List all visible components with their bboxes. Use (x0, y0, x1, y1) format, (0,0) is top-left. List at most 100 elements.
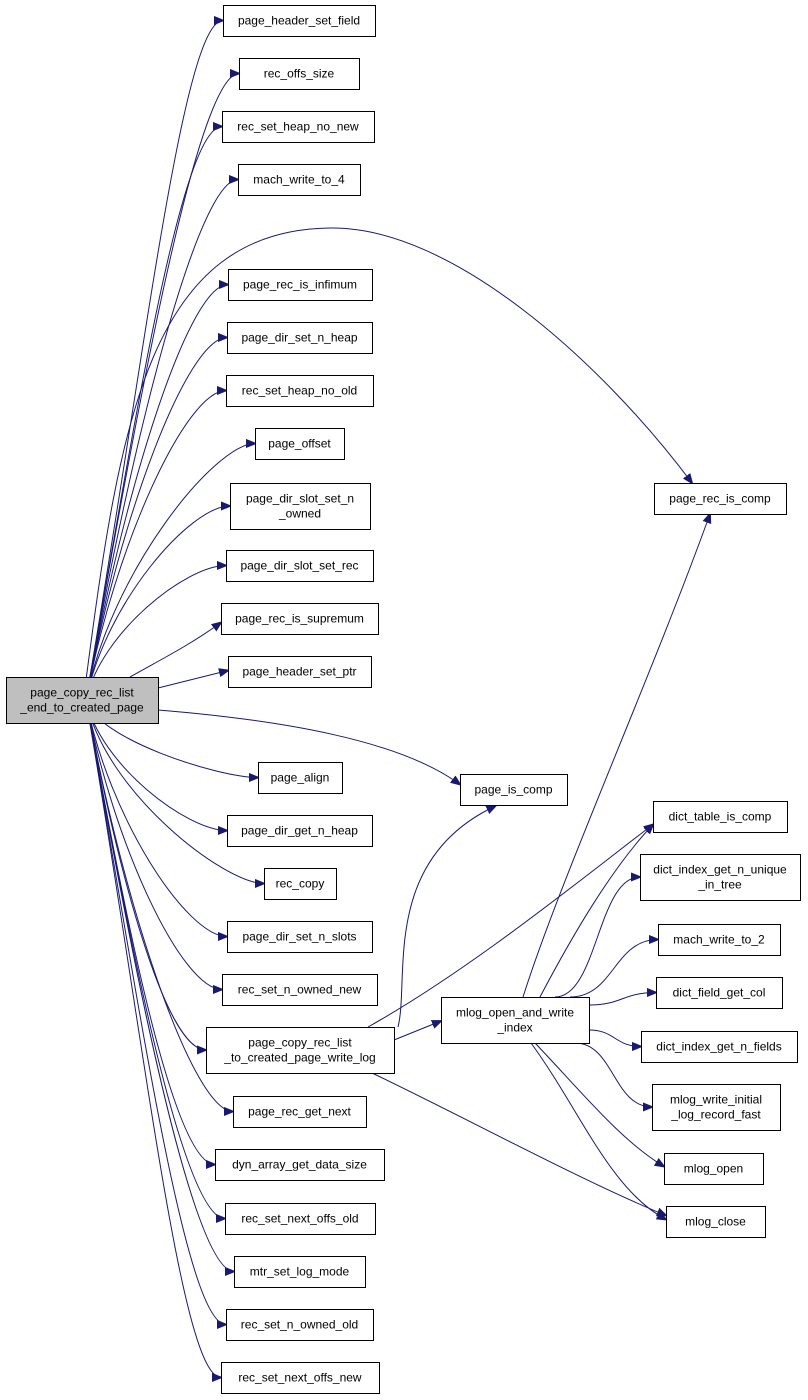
node-rec_set_next_offs_new[interactable]: rec_set_next_offs_new (221, 1362, 380, 1394)
node-write_log[interactable]: page_copy_rec_list_to_created_page_write… (206, 1027, 395, 1074)
node-mlog_write_initial_log_record_fast[interactable]: mlog_write_initial_log_record_fast (652, 1084, 781, 1131)
node-page_align[interactable]: page_align (258, 762, 343, 794)
node-label-dict_index_get_n_unique_in_tree-0: dict_index_get_n_unique (653, 863, 787, 877)
node-box-dyn_array_get_data_size[interactable] (215, 1149, 385, 1181)
node-label-page_rec_is_comp-0: page_rec_is_comp (669, 492, 771, 506)
edge-write_log-to-mlog_open_and_write_index (393, 1021, 441, 1041)
node-box-rec_set_next_offs_old[interactable] (225, 1203, 376, 1235)
node-box-rec_set_heap_no_old[interactable] (226, 375, 374, 407)
node-box-dict_field_get_col[interactable] (656, 977, 783, 1009)
node-box-page_dir_set_n_heap[interactable] (227, 322, 373, 354)
node-rec_set_n_owned_new[interactable]: rec_set_n_owned_new (222, 974, 378, 1006)
node-box-rec_set_n_owned_old[interactable] (226, 1309, 374, 1341)
node-page_rec_get_next[interactable]: page_rec_get_next (233, 1096, 367, 1128)
node-box-rec_set_next_offs_new[interactable] (221, 1362, 380, 1394)
node-mlog_open_and_write_index[interactable]: mlog_open_and_write_index (441, 997, 590, 1044)
edge-mlog_open_and_write_index-to-mlog_open (534, 1042, 664, 1167)
node-page_dir_get_n_heap[interactable]: page_dir_get_n_heap (227, 815, 373, 847)
node-page_header_set_ptr[interactable]: page_header_set_ptr (228, 656, 372, 688)
node-dict_index_get_n_fields[interactable]: dict_index_get_n_fields (641, 1031, 798, 1063)
edge-mlog_open_and_write_index-to-dict_index_get_n_fields (588, 1029, 641, 1047)
node-label-dict_field_get_col-0: dict_field_get_col (673, 986, 766, 1000)
node-box-dict_index_get_n_fields[interactable] (641, 1031, 798, 1063)
node-label-mlog_open_and_write_index-0: mlog_open_and_write (456, 1006, 574, 1020)
node-box-page_dir_set_n_slots[interactable] (227, 921, 373, 953)
node-page_is_comp[interactable]: page_is_comp (460, 774, 568, 806)
node-label-page_dir_slot_set_n_owned-1: _owned (278, 507, 321, 521)
node-rec_copy[interactable]: rec_copy (264, 868, 337, 900)
node-dyn_array_get_data_size[interactable]: dyn_array_get_data_size (215, 1149, 385, 1181)
node-label-page_rec_get_next-0: page_rec_get_next (248, 1105, 351, 1119)
node-box-page_dir_slot_set_n_owned[interactable] (230, 483, 371, 530)
node-box-mlog_write_initial_log_record_fast[interactable] (652, 1084, 781, 1131)
node-page_rec_is_supremum[interactable]: page_rec_is_supremum (221, 603, 379, 635)
node-page_rec_is_infimum[interactable]: page_rec_is_infimum (228, 269, 373, 301)
node-dict_index_get_n_unique_in_tree[interactable]: dict_index_get_n_unique_in_tree (640, 854, 801, 901)
edge-root-to-page_header_set_field (85, 21, 223, 701)
node-box-mlog_close[interactable] (666, 1206, 766, 1238)
node-box-rec_set_n_owned_new[interactable] (222, 974, 378, 1006)
node-box-page_align[interactable] (258, 762, 343, 794)
node-label-rec_set_next_offs_new-0: rec_set_next_offs_new (238, 1371, 362, 1385)
node-box-page_header_set_ptr[interactable] (228, 656, 372, 688)
node-dict_table_is_comp[interactable]: dict_table_is_comp (653, 801, 788, 833)
node-box-page_rec_is_supremum[interactable] (221, 603, 379, 635)
node-label-page_is_comp-0: page_is_comp (474, 783, 552, 797)
node-box-page_dir_get_n_heap[interactable] (227, 815, 373, 847)
node-page_offset[interactable]: page_offset (255, 428, 345, 460)
node-dict_field_get_col[interactable]: dict_field_get_col (656, 977, 783, 1009)
node-box-mlog_open_and_write_index[interactable] (441, 997, 590, 1044)
node-box-dict_table_is_comp[interactable] (653, 801, 788, 833)
node-box-page_rec_is_infimum[interactable] (228, 269, 373, 301)
node-box-mtr_set_log_mode[interactable] (234, 1256, 366, 1288)
node-rec_set_n_owned_old[interactable]: rec_set_n_owned_old (226, 1309, 374, 1341)
node-page_header_set_field[interactable]: page_header_set_field (223, 5, 376, 37)
node-page_dir_slot_set_n_owned[interactable]: page_dir_slot_set_n_owned (230, 483, 371, 530)
edge-root-to-page_dir_set_n_heap (85, 338, 227, 701)
node-page_dir_set_n_slots[interactable]: page_dir_set_n_slots (227, 921, 373, 953)
node-mlog_close[interactable]: mlog_close (666, 1206, 766, 1238)
node-page_dir_set_n_heap[interactable]: page_dir_set_n_heap (227, 322, 373, 354)
node-box-page_dir_slot_set_rec[interactable] (226, 550, 374, 582)
node-mtr_set_log_mode[interactable]: mtr_set_log_mode (234, 1256, 366, 1288)
node-box-page_offset[interactable] (255, 428, 345, 460)
node-mach_write_to_4[interactable]: mach_write_to_4 (238, 164, 361, 196)
node-box-page_rec_get_next[interactable] (233, 1096, 367, 1128)
node-box-rec_set_heap_no_new[interactable] (222, 111, 375, 143)
node-box-write_log[interactable] (206, 1027, 395, 1074)
node-box-rec_offs_size[interactable] (239, 58, 360, 90)
node-rec_set_heap_no_new[interactable]: rec_set_heap_no_new (222, 111, 375, 143)
node-box-mach_write_to_2[interactable] (658, 924, 781, 956)
node-label-page_dir_get_n_heap-0: page_dir_get_n_heap (241, 824, 358, 838)
edge-root-to-page_dir_set_n_slots (85, 699, 227, 937)
node-mlog_open[interactable]: mlog_open (664, 1153, 764, 1185)
node-box-mlog_open[interactable] (664, 1153, 764, 1185)
node-rec_set_next_offs_old[interactable]: rec_set_next_offs_old (225, 1203, 376, 1235)
node-label-page_dir_set_n_heap-0: page_dir_set_n_heap (241, 331, 357, 345)
edge-mlog_open_and_write_index-to-dict_index_get_n_unique_in_tree (554, 877, 640, 998)
node-label-rec_set_heap_no_new-0: rec_set_heap_no_new (237, 120, 359, 134)
node-box-page_is_comp[interactable] (460, 774, 568, 806)
node-rec_set_heap_no_old[interactable]: rec_set_heap_no_old (226, 375, 374, 407)
node-root[interactable]: page_copy_rec_list_end_to_created_page (6, 677, 159, 724)
node-mach_write_to_2[interactable]: mach_write_to_2 (658, 924, 781, 956)
node-label-dict_table_is_comp-0: dict_table_is_comp (669, 810, 772, 824)
node-box-page_rec_is_comp[interactable] (654, 483, 787, 515)
node-rec_offs_size[interactable]: rec_offs_size (239, 58, 360, 90)
node-box-mach_write_to_4[interactable] (238, 164, 361, 196)
edge-mlog_open_and_write_index-to-mlog_close (530, 1042, 666, 1220)
node-label-dict_index_get_n_unique_in_tree-1: _in_tree (697, 878, 742, 892)
node-box-root[interactable] (6, 677, 159, 724)
node-box-page_header_set_field[interactable] (223, 5, 376, 37)
node-label-mlog_write_initial_log_record_fast-0: mlog_write_initial (670, 1093, 762, 1107)
node-box-rec_copy[interactable] (264, 868, 337, 900)
edge-root-to-page_offset (85, 444, 255, 701)
node-label-write_log-0: page_copy_rec_list (248, 1036, 352, 1050)
node-page_dir_slot_set_rec[interactable]: page_dir_slot_set_rec (226, 550, 374, 582)
node-label-rec_copy-0: rec_copy (276, 877, 325, 891)
edge-root-to-rec_set_n_owned_new (85, 699, 222, 990)
node-label-root-0: page_copy_rec_list (30, 686, 134, 700)
node-box-dict_index_get_n_unique_in_tree[interactable] (640, 854, 801, 901)
node-page_rec_is_comp[interactable]: page_rec_is_comp (654, 483, 787, 515)
node-label-rec_set_next_offs_old-0: rec_set_next_offs_old (241, 1212, 358, 1226)
